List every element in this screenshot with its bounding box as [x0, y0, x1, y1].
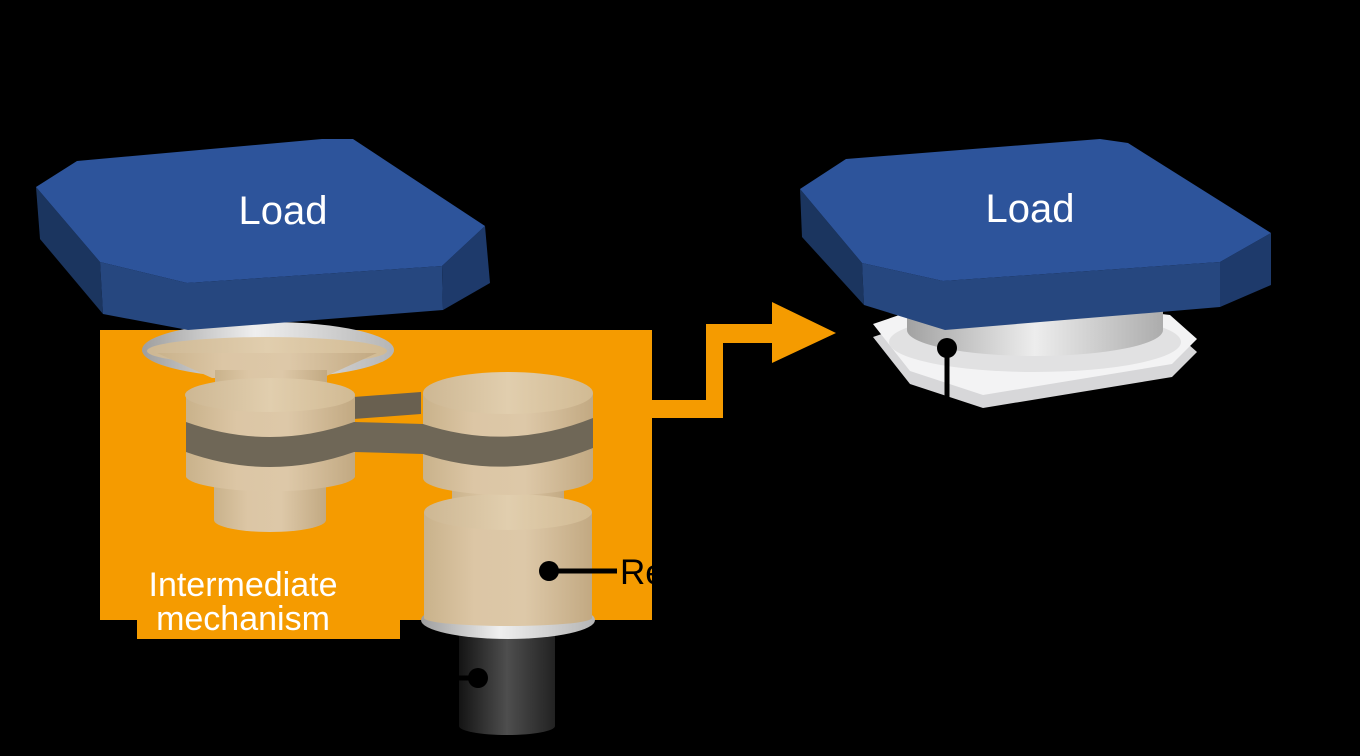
motor-cylinder	[459, 630, 555, 735]
intermediate-label-line2: mechanism	[156, 600, 330, 638]
motor-callout-dot	[468, 668, 488, 688]
pulley-left-top	[185, 378, 355, 412]
left-load-plate: Load	[36, 139, 490, 330]
belt-gap-band	[354, 422, 423, 454]
left-load-right-face	[442, 226, 490, 310]
arrow-riser	[706, 324, 723, 418]
belt-left-band	[186, 422, 354, 467]
belt-back-run	[340, 392, 421, 420]
direct-drive-callout-dot	[937, 338, 957, 358]
left-load-front-face	[100, 262, 443, 330]
left-pulley-assembly	[142, 322, 394, 532]
right-load-top-face	[800, 139, 1271, 281]
arrow-shape	[652, 302, 836, 418]
reducer-top	[424, 494, 592, 530]
intermediate-box-tab	[137, 618, 400, 639]
transition-arrow	[652, 302, 836, 418]
reducer-callout-label: Re	[620, 553, 665, 592]
right-load-right-face	[1220, 233, 1271, 307]
right-load-front-face	[862, 262, 1220, 330]
belt	[186, 418, 593, 467]
intermediate-label-line1: Intermediate	[149, 566, 338, 604]
reducer-body	[424, 512, 592, 626]
callouts: Re	[435, 338, 957, 688]
left-load-top-face	[36, 139, 485, 283]
left-load-left-face	[36, 187, 103, 314]
right-load-left-face	[800, 189, 864, 305]
belt-right-band	[423, 418, 593, 467]
reducer-callout-dot	[539, 561, 559, 581]
left-load-label: Load	[239, 189, 328, 233]
direct-drive-assembly: Load	[800, 139, 1271, 408]
pulley-right-top	[423, 372, 593, 414]
right-load-label: Load	[986, 187, 1075, 231]
right-pulley-assembly	[421, 372, 595, 735]
